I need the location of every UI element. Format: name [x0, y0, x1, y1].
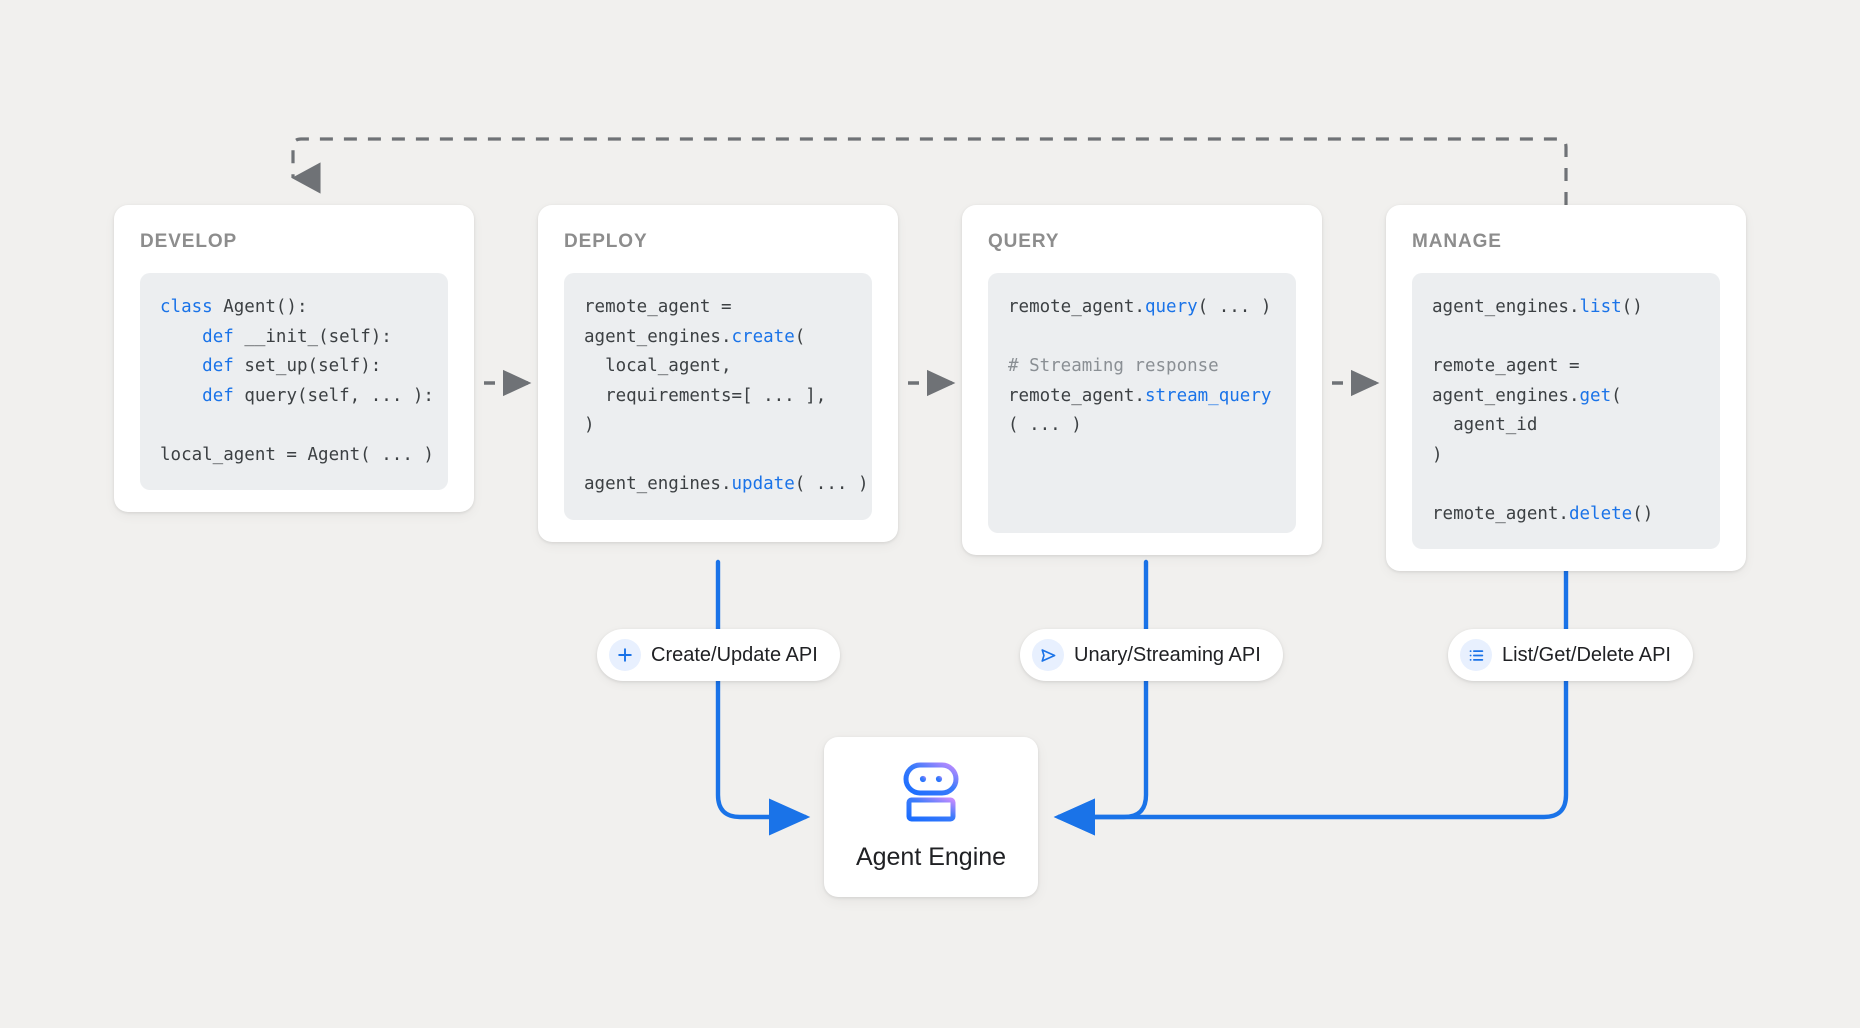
code-block-develop: class Agent(): def __init_(self): def se…	[140, 273, 448, 490]
api-pill-label: Create/Update API	[651, 643, 818, 666]
code-block-manage: agent_engines.list() remote_agent = agen…	[1412, 273, 1720, 549]
deploy-to-engine-connector	[715, 559, 811, 836]
stage-title-query: QUERY	[988, 231, 1060, 252]
code-block-deploy: remote_agent = agent_engines.create( loc…	[564, 273, 872, 520]
stage-card-develop[interactable]: DEVELOP class Agent(): def __init_(self)…	[114, 205, 474, 512]
robot-icon	[898, 762, 964, 827]
api-pill-list-get-delete[interactable]: List/Get/Delete API	[1448, 629, 1693, 681]
stage-card-query[interactable]: QUERY remote_agent.query( ... ) # Stream…	[962, 205, 1322, 555]
api-pill-unary-streaming[interactable]: Unary/Streaming API	[1020, 629, 1283, 681]
stage-title-develop: DEVELOP	[140, 231, 238, 252]
stage-card-deploy[interactable]: DEPLOY remote_agent = agent_engines.crea…	[538, 205, 898, 542]
query-to-engine-connector	[1053, 559, 1149, 836]
stage-card-manage[interactable]: MANAGE agent_engines.list() remote_agent…	[1386, 205, 1746, 571]
api-pill-create-update[interactable]: Create/Update API	[597, 629, 840, 681]
stage-title-manage: MANAGE	[1412, 231, 1502, 252]
feedback-dashed-connector	[291, 137, 1568, 205]
plus-icon	[609, 639, 641, 671]
list-icon	[1460, 639, 1492, 671]
manage-to-engine-connector	[1053, 559, 1569, 836]
api-pill-label: List/Get/Delete API	[1502, 643, 1671, 666]
agent-engine-node[interactable]: Agent Engine	[824, 737, 1038, 897]
agent-engine-label: Agent Engine	[855, 843, 1007, 871]
api-pill-label: Unary/Streaming API	[1074, 643, 1261, 666]
stage-title-deploy: DEPLOY	[564, 231, 648, 252]
send-icon	[1032, 639, 1064, 671]
code-block-query: remote_agent.query( ... ) # Streaming re…	[988, 273, 1296, 533]
